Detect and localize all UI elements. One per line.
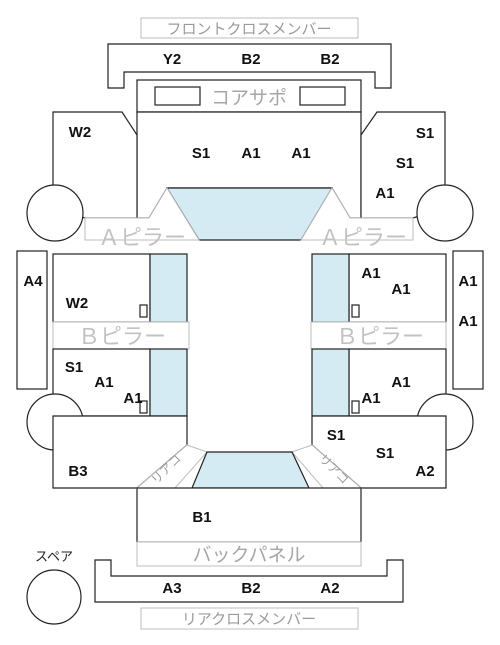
back-panel [136,541,362,567]
trunk-panel [136,487,362,543]
right-strip-code-1: A1 [458,273,477,290]
right-rear-handle [351,400,360,414]
left-rear-door-code-1: S1 [65,359,83,376]
front-cross-member-label: フロントクロスメンバー [166,20,331,38]
front-left-wheel [26,184,84,242]
rear-cross-member-bar [140,607,359,630]
lower-right-code-1: S1 [327,427,345,444]
core-support-right-slot [299,86,346,106]
hood-code-2: A1 [241,145,260,162]
spare-wheel [26,569,82,625]
upper-right-code-1: S1 [416,125,434,142]
spare-label: スペア [35,550,73,565]
rear-code-3: A2 [320,580,339,597]
right-rear-door-code-1: A1 [391,374,410,391]
hood-code-1: S1 [192,145,210,162]
front-right-wheel [416,184,474,242]
upper-right-code-2: S1 [396,155,414,172]
left-rear-door-code-3: A1 [123,390,142,407]
left-rear-window [149,348,188,417]
right-strip-code-2: A1 [458,313,477,330]
right-front-door-code-2: A1 [391,281,410,298]
left-front-door [52,253,151,323]
lower-left-code: B3 [68,463,87,480]
front-cross-member-bar [140,17,359,39]
rear-code-1: A3 [162,580,181,597]
right-front-handle [351,304,360,318]
left-rear-door-code-2: A1 [94,374,113,391]
core-support-label: コアサポ [211,87,287,109]
lower-right-code-3: A2 [415,463,434,480]
core-support-panel [136,79,362,113]
a-pillar-right [300,187,414,241]
a-pillar-left [84,187,200,241]
right-rear-door-code-2: A1 [361,390,380,407]
hood-code-3: A1 [291,145,310,162]
a-pillar-right-label: Ａピラー [319,226,407,251]
right-side-strip [452,250,484,390]
b-pillar-right-label: Ｂピラー [336,325,424,350]
front-code-1: Y2 [163,51,181,68]
left-front-door-code: W2 [66,295,89,312]
front-code-3: B2 [320,51,339,68]
left-side-strip [16,250,48,390]
left-front-handle [139,304,148,318]
trunk-code: B1 [192,509,211,526]
left-strip-code: A4 [23,273,43,290]
rear-window [191,451,310,489]
b-pillar-right [310,321,447,350]
right-front-window [311,253,350,323]
front-code-2: B2 [241,51,260,68]
a-pillar-left-label: Ａピラー [98,226,186,251]
upper-left-code: W2 [69,124,92,141]
right-front-door-code-1: A1 [361,265,380,282]
front-cross-member-frame [107,43,392,89]
rear-cross-member-frame [94,559,404,603]
left-rear-handle [139,400,148,414]
upper-right-code-3: A1 [375,185,394,202]
core-support-left-slot [154,86,201,106]
left-front-window [149,253,188,323]
back-panel-label: バックパネル [192,544,305,566]
right-front-door [348,253,447,323]
right-rear-window [311,348,350,417]
rear-code-2: B2 [241,580,260,597]
rear-cross-member-label: リアクロスメンバー [182,610,316,628]
lower-right-code-2: S1 [376,445,394,462]
b-pillar-left-label: Ｂピラー [78,325,166,350]
